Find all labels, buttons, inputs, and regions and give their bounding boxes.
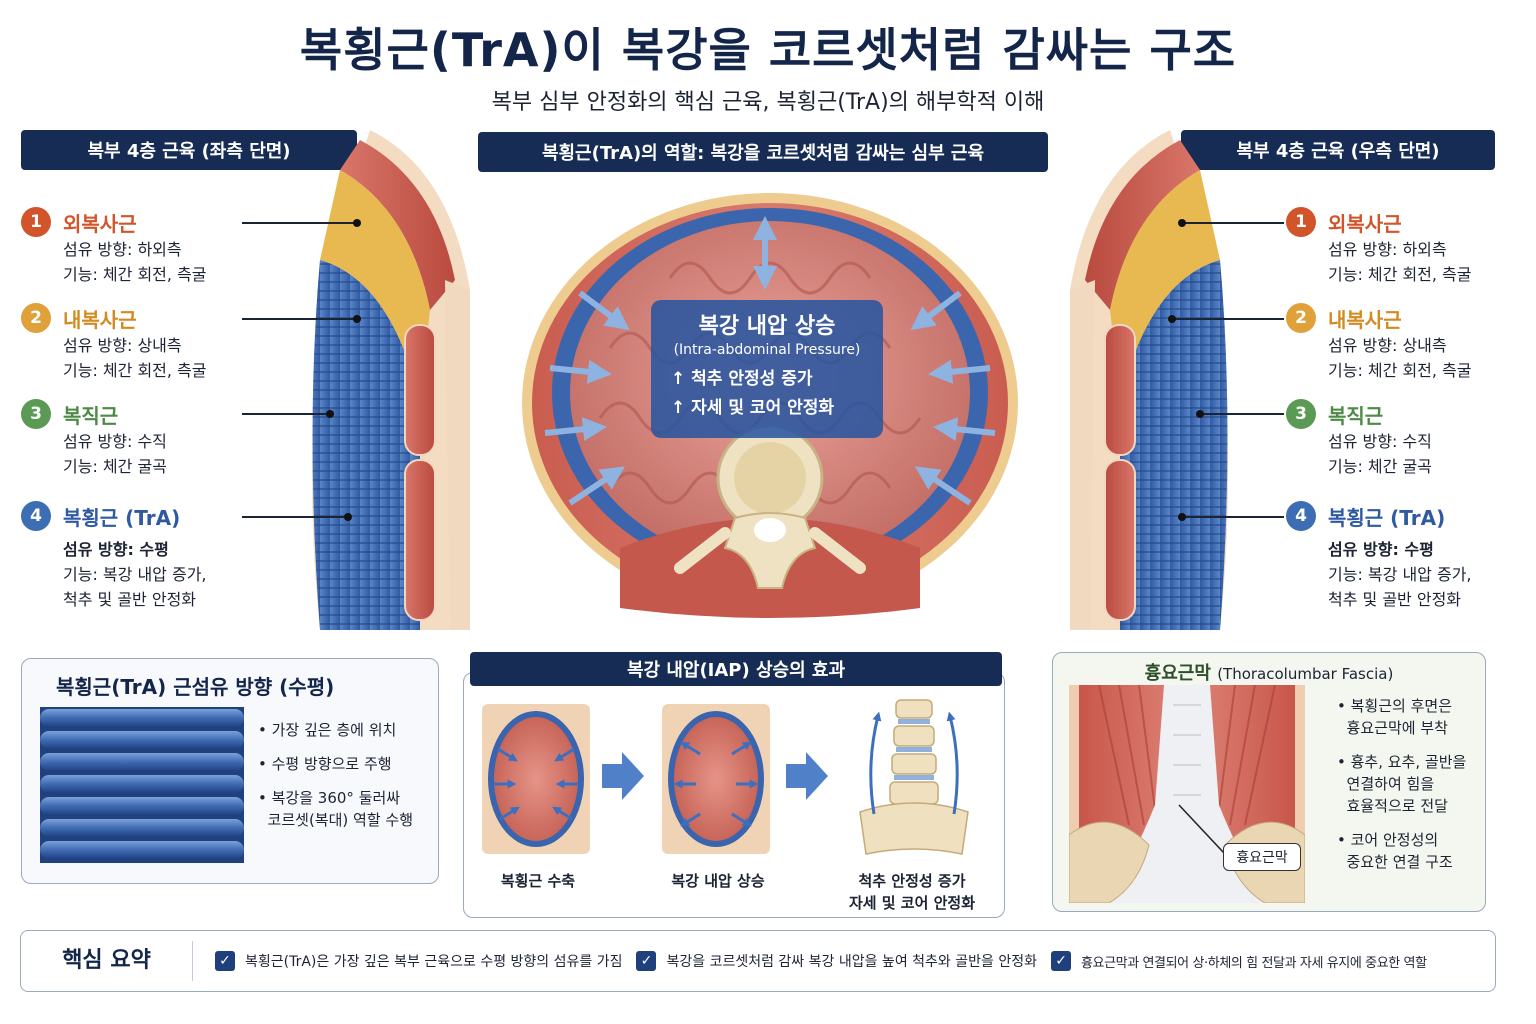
number-badge: 3 — [21, 399, 51, 429]
iap-title: 복강 내압 상승 — [698, 314, 836, 339]
leader-line — [242, 219, 361, 226]
muscle-detail: 섬유 방향: 상내측 — [1328, 336, 1447, 355]
thoracolumbar-fascia-panel: 흉요근막 (Thoracolumbar Fascia) 흉요근막 • 복횡근의 … — [1052, 652, 1486, 912]
muscle-name: 복횡근 (TrA) — [63, 505, 181, 530]
iap-callout: 복강 내압 상승 (Intra-abdominal Pressure) ↑ 척추… — [651, 300, 883, 438]
leader-line — [1196, 410, 1284, 417]
page-subtitle: 복부 심부 안정화의 핵심 근육, 복횡근(TrA)의 해부학적 이해 — [491, 90, 1045, 115]
muscle-detail: 기능: 체간 회전, 측굴 — [63, 361, 207, 380]
bullet-item: • 복횡근의 후면은 흉요근막에 부착 — [1337, 697, 1452, 737]
muscle-name: 내복사근 — [1328, 307, 1402, 332]
muscle-detail: 기능: 복강 내압 증가, — [1328, 565, 1472, 584]
tlf-bullets: • 복횡근의 후면은 흉요근막에 부착 • 흉추, 요추, 골반을 연결하여 힘… — [1337, 695, 1485, 885]
number-badge: 4 — [21, 501, 51, 531]
muscle-detail: 기능: 체간 회전, 측굴 — [1328, 265, 1472, 284]
right-panel-header: 복부 4층 근육 (우측 단면) — [1181, 130, 1495, 170]
left-muscle-3: 3 복직근 섬유 방향: 수직 기능: 체간 굴곡 — [21, 399, 167, 479]
iap-subtitle: (Intra-abdominal Pressure) — [673, 342, 861, 358]
leader-line — [242, 513, 352, 520]
number-badge: 2 — [21, 303, 51, 333]
fiber-bullets: • 가장 깊은 층에 위치 • 수평 방향으로 주행 • 복강을 360° 둘러… — [258, 719, 438, 843]
iap-step-caption: 복횡근 수축 — [500, 872, 576, 890]
muscle-name: 복직근 — [63, 403, 119, 428]
checkbox-icon: ✓ — [1050, 951, 1071, 971]
muscle-detail: 섬유 방향: 상내측 — [63, 336, 182, 355]
muscle-name: 내복사근 — [63, 307, 137, 332]
iap-point: ↑ 척추 안정성 증가 — [671, 369, 813, 389]
muscle-name: 복직근 — [1328, 403, 1384, 428]
number-badge: 4 — [1286, 501, 1316, 531]
leader-line — [1178, 513, 1284, 520]
bullet-item: • 복강을 360° 둘러싸 코르셋(복대) 역할 수행 — [258, 789, 413, 829]
leader-line — [242, 315, 361, 322]
checkbox-icon: ✓ — [636, 951, 657, 971]
muscle-detail: 척추 및 골반 안정화 — [63, 590, 197, 609]
iap-step-caption: 복강 내압 상승 — [671, 872, 765, 890]
arrow-up-icon: ↑ — [671, 369, 692, 389]
left-panel-header: 복부 4층 근육 (좌측 단면) — [21, 130, 357, 170]
summary-label: 핵심 요약 — [21, 941, 193, 981]
checkbox-icon: ✓ — [215, 951, 235, 971]
left-muscle-4: 4 복횡근 (TrA) 섬유 방향: 수평 기능: 복강 내압 증가, 척추 및 … — [21, 501, 207, 612]
muscle-name: 외복사근 — [63, 211, 137, 236]
center-panel-header: 복횡근(TrA)의 역할: 복강을 코르셋처럼 감싸는 심부 근육 — [478, 132, 1048, 172]
left-muscle-section-illustration — [312, 130, 470, 630]
iap-effect-illustration — [482, 699, 969, 855]
iap-effect-header: 복강 내압(IAP) 상승의 효과 — [470, 652, 1002, 686]
page-title: 복횡근(TrA)이 복강을 코르셋처럼 감싸는 구조 — [299, 23, 1237, 77]
number-badge: 3 — [1286, 399, 1316, 429]
fiber-direction-panel: 복횡근(TrA) 근섬유 방향 (수평) • 가장 깊은 층에 위치 • 수평 … — [21, 658, 439, 884]
muscle-detail: 섬유 방향: 하외측 — [1328, 240, 1447, 259]
right-muscle-2: 2 내복사근 섬유 방향: 상내측 기능: 체간 회전, 측굴 — [1286, 303, 1472, 383]
summary-item: ✓복강을 코르셋처럼 감싸 복강 내압을 높여 척추와 골반을 안정화 — [636, 951, 1037, 971]
summary-bar: 핵심 요약 ✓복횡근(TrA)은 가장 깊은 복부 근육으로 수평 방향의 섬유… — [20, 930, 1496, 992]
muscle-detail: 섬유 방향: 수평 — [63, 540, 169, 559]
right-muscle-4: 4 복횡근 (TrA) 섬유 방향: 수평 기능: 복강 내압 증가, 척추 및 … — [1286, 501, 1472, 612]
leader-line — [1178, 219, 1284, 226]
horizontal-fiber-illustration — [40, 707, 244, 863]
right-muscle-1: 1 외복사근 섬유 방향: 하외측 기능: 체간 회전, 측굴 — [1286, 207, 1472, 287]
fiber-panel-title: 복횡근(TrA) 근섬유 방향 (수평) — [56, 675, 335, 699]
muscle-detail: 기능: 체간 굴곡 — [1328, 457, 1432, 476]
muscle-detail: 기능: 체간 회전, 측굴 — [1328, 361, 1472, 380]
muscle-detail: 섬유 방향: 수직 — [1328, 432, 1432, 451]
left-muscle-1: 1 외복사근 섬유 방향: 하외측 기능: 체간 회전, 측굴 — [21, 207, 207, 287]
muscle-name: 복횡근 (TrA) — [1328, 505, 1446, 530]
muscle-detail: 기능: 체간 회전, 측굴 — [63, 265, 207, 284]
muscle-detail: 기능: 복강 내압 증가, — [63, 565, 207, 584]
summary-item: ✓흉요근막과 연결되어 상·하체의 힘 전달과 자세 유지에 중요한 역할 — [1050, 951, 1427, 971]
muscle-detail: 섬유 방향: 수평 — [1328, 540, 1434, 559]
tlf-panel-title: 흉요근막 (Thoracolumbar Fascia) — [1144, 663, 1394, 684]
right-muscle-section-illustration — [1070, 130, 1228, 630]
leader-line — [242, 410, 334, 417]
muscle-detail: 섬유 방향: 하외측 — [63, 240, 182, 259]
muscle-detail: 기능: 체간 굴곡 — [63, 457, 167, 476]
number-badge: 1 — [21, 207, 51, 237]
right-muscle-3: 3 복직근 섬유 방향: 수직 기능: 체간 굴곡 — [1286, 399, 1432, 479]
muscle-detail: 섬유 방향: 수직 — [63, 432, 167, 451]
bullet-item: • 흉추, 요추, 골반을 연결하여 힘을 효율적으로 전달 — [1337, 753, 1467, 815]
leader-line — [1168, 315, 1284, 322]
number-badge: 1 — [1286, 207, 1316, 237]
summary-item: ✓복횡근(TrA)은 가장 깊은 복부 근육으로 수평 방향의 섬유를 가짐 — [215, 951, 622, 971]
iap-point: ↑ 자세 및 코어 안정화 — [671, 398, 835, 418]
muscle-name: 외복사근 — [1328, 211, 1402, 236]
arrow-up-icon: ↑ — [671, 398, 692, 418]
left-muscle-2: 2 내복사근 섬유 방향: 상내측 기능: 체간 회전, 측굴 — [21, 303, 207, 383]
tlf-label: 흉요근막 — [1223, 843, 1301, 871]
bullet-item: • 코어 안정성의 중요한 연결 구조 — [1337, 831, 1453, 871]
number-badge: 2 — [1286, 303, 1316, 333]
muscle-detail: 척추 및 골반 안정화 — [1328, 590, 1462, 609]
bullet-item: • 가장 깊은 층에 위치 — [258, 721, 397, 739]
bullet-item: • 수평 방향으로 주행 — [258, 755, 392, 773]
